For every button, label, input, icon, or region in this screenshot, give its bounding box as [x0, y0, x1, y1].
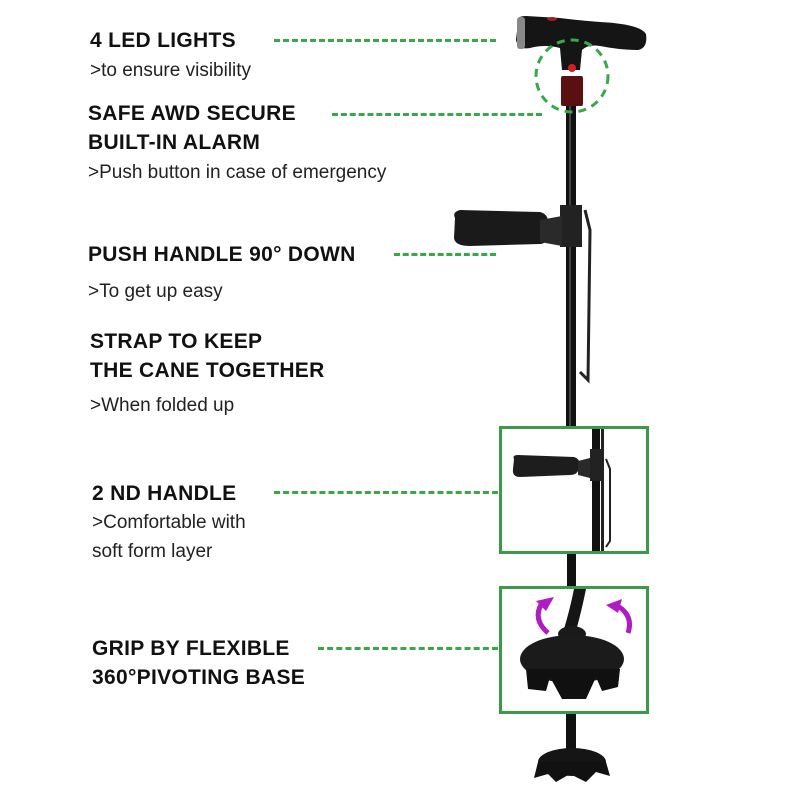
- feature-title-base-line2: 360°PIVOTING BASE: [92, 666, 306, 689]
- inset-second-handle: [499, 426, 649, 554]
- leader-line-second-handle: [274, 491, 498, 494]
- feature-title-led-lights: 4 LED LIGHTS: [90, 29, 236, 52]
- second-handle-icon: [512, 429, 611, 551]
- inset-pivoting-base: [499, 586, 649, 714]
- feature-subtitle-second-handle-line2: soft form layer: [92, 541, 213, 562]
- feature-subtitle-second-handle-line1: >Comfortable with: [92, 512, 246, 533]
- feature-title-second-handle: 2 ND HANDLE: [92, 482, 237, 505]
- leader-line-alarm: [332, 113, 542, 116]
- pivoting-base-icon: [520, 589, 632, 699]
- feature-subtitle-led-lights: >to ensure visibility: [90, 60, 252, 81]
- leader-line-base: [318, 647, 498, 650]
- feature-title-alarm-line1: SAFE AWD SECURE: [88, 102, 296, 125]
- feature-title-push-handle: PUSH HANDLE 90° DOWN: [88, 243, 356, 266]
- leader-line-push-handle: [394, 253, 496, 256]
- feature-subtitle-alarm: >Push button in case of emergency: [88, 162, 387, 183]
- feature-subtitle-strap: >When folded up: [90, 395, 235, 416]
- feature-subtitle-push-handle: >To get up easy: [88, 281, 223, 302]
- feature-title-strap-line2: THE CANE TOGETHER: [90, 359, 325, 382]
- feature-title-base-line1: GRIP BY FLEXIBLE: [92, 637, 290, 660]
- feature-title-alarm-line2: BUILT-IN ALARM: [88, 131, 261, 154]
- leader-line-led: [274, 39, 496, 42]
- rotate-left-arrow-icon: [535, 601, 550, 635]
- feature-title-strap-line1: STRAP TO KEEP: [90, 330, 263, 353]
